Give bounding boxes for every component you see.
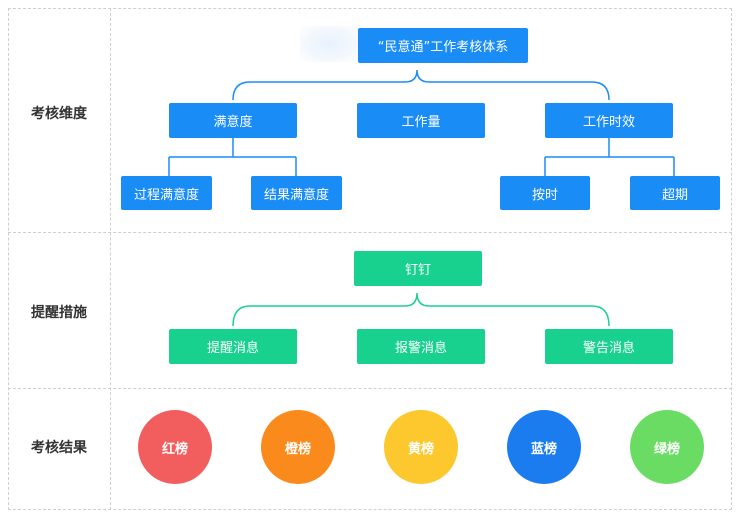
tree-satisfaction	[168, 138, 297, 176]
reminder-node-warning: 警告消息	[545, 329, 673, 364]
brace-reminder	[232, 292, 610, 327]
tree-timeliness	[544, 138, 675, 176]
root-node: “民意通”工作考核体系	[358, 28, 528, 63]
blurred-region	[300, 26, 360, 62]
reminder-node-alarm: 报警消息	[357, 329, 485, 364]
node-result-satisfaction: 结果满意度	[251, 176, 342, 210]
row-divider-2	[8, 388, 732, 389]
section-label-result: 考核结果	[31, 440, 87, 456]
column-divider	[110, 8, 111, 510]
dimension-node-workload: 工作量	[357, 103, 485, 138]
result-orange: 橙榜	[261, 410, 335, 484]
row-divider-1	[8, 232, 732, 233]
reminder-root-node: 钉钉	[354, 251, 482, 286]
result-red: 红榜	[138, 410, 212, 484]
section-label-dimension: 考核维度	[31, 106, 87, 122]
result-blue: 蓝榜	[507, 410, 581, 484]
reminder-node-notice: 提醒消息	[169, 329, 297, 364]
dimension-node-timeliness: 工作时效	[545, 103, 673, 138]
node-overdue: 超期	[630, 176, 720, 210]
result-yellow: 黄榜	[384, 410, 458, 484]
result-green: 绿榜	[630, 410, 704, 484]
node-process-satisfaction: 过程满意度	[121, 176, 212, 210]
brace-dimension	[232, 69, 610, 101]
section-label-reminder: 提醒措施	[31, 305, 87, 321]
dimension-node-satisfaction: 满意度	[169, 103, 297, 138]
node-on-time: 按时	[500, 176, 590, 210]
frame	[8, 8, 732, 510]
